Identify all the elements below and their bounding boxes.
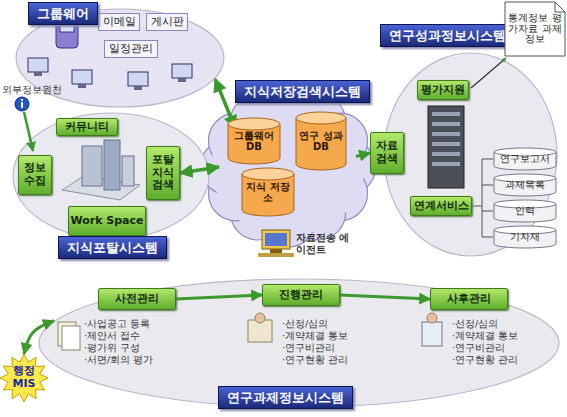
node-text: 사전관리 <box>115 293 159 306</box>
node-text: 통계정보 평가자료 과제정보 <box>505 13 565 46</box>
label-text: ·평가위 구성 <box>84 343 140 354</box>
node-text: 연구 성과 DB <box>296 130 346 153</box>
function-box: 연계서비스 <box>410 196 472 216</box>
task-bullet: ·평가위 구성 <box>84 342 140 354</box>
node-text: 커뮤니티 <box>65 121 109 134</box>
document-shape: 통계정보 평가자료 과제정보 <box>505 2 565 56</box>
task-bullet: ·선정/심의 <box>452 318 498 330</box>
system-heading: 지식저장검색시스템 <box>235 80 370 103</box>
groupware-item: 게시판 <box>146 13 188 31</box>
node-text: 자료 검색 <box>371 140 403 165</box>
system-heading: 연구성과정보시스템 <box>380 24 515 47</box>
node-text: 과제목록 <box>505 179 545 191</box>
groupware-item: 이메일 <box>98 13 140 31</box>
node-text: Work Space <box>70 215 143 228</box>
server-illustration <box>428 106 464 188</box>
agent-computer <box>258 230 294 257</box>
data-store: 과제목록 <box>494 174 556 196</box>
node-text: 연구과제정보시스템 <box>227 391 344 405</box>
label-text: ·서면/회의 평가 <box>84 355 153 366</box>
node-text: 일정관리 <box>109 43 153 56</box>
storage-cloud: 그룹웨어 DB연구 성과 DB지식 저장소지식저장검색시스템 <box>213 98 363 236</box>
node-text: 기자재 <box>510 231 540 243</box>
annotation-label: 외부정보원천 <box>2 84 62 96</box>
function-box: 진행관리 <box>262 284 340 306</box>
system-heading: 지식포탈시스템 <box>58 236 167 259</box>
task-bullet: ·연구비관리 <box>282 342 335 354</box>
node-text: 그룹웨어 DB <box>228 130 280 153</box>
function-box: 포탈 지식 검색 <box>146 146 180 200</box>
flow-arrow <box>24 321 54 354</box>
groupware-item: 일정관리 <box>104 40 158 58</box>
node-text: 이메일 <box>103 16 136 29</box>
label-text: 외부정보원천 <box>2 84 62 96</box>
node-text: 그룹웨어 <box>37 7 89 21</box>
system-heading: 연구과제정보시스템 <box>218 386 353 409</box>
task-bullet: ·선정/심의 <box>282 318 328 330</box>
label-text: ·계약체결 통보 <box>452 331 518 342</box>
node-text: 사후관리 <box>447 293 491 306</box>
database-cylinder: 지식 저장소 <box>242 168 294 216</box>
label-text: ·선정/심의 <box>282 319 328 330</box>
label-text: ·연구현황 관리 <box>282 355 348 366</box>
node-text: 지식 저장소 <box>242 181 294 204</box>
flow-arrow <box>215 79 235 128</box>
node-text: 행정 MIS <box>8 365 40 390</box>
data-store: 연구보고서 <box>494 148 556 170</box>
node-text: 정보 수집 <box>19 162 51 187</box>
node-text: 포탈 지식 검색 <box>147 154 179 192</box>
node-text: 연구보고서 <box>500 153 550 165</box>
info-source-icon <box>15 97 33 151</box>
node-text: 게시판 <box>151 16 184 29</box>
label-text: ·연구비관리 <box>282 343 335 354</box>
portal-buildings <box>62 140 140 200</box>
task-bullet: ·계약체결 통보 <box>452 330 518 342</box>
label-text: ·사업공고 등록 <box>84 319 150 330</box>
groupware-users <box>28 18 192 90</box>
data-store: 기자재 <box>494 226 556 248</box>
function-box: Work Space <box>68 206 146 236</box>
task-bullet: ·연구현황 관리 <box>452 354 518 366</box>
label-text: ·제안서 접수 <box>84 331 140 342</box>
flow-arrow <box>180 167 219 173</box>
function-box: 사후관리 <box>430 288 508 310</box>
task-bullet: ·연구현황 관리 <box>282 354 348 366</box>
task-bullet: ·계약체결 통보 <box>282 330 348 342</box>
system-heading: 그룹웨어 <box>28 2 98 25</box>
mis-starburst: 행정 MIS <box>0 354 48 402</box>
label-text: ·선정/심의 <box>452 319 498 330</box>
result-leaders <box>471 58 506 237</box>
node-text: 지식저장검색시스템 <box>244 85 361 99</box>
label-text: 자료전송 에이전트 <box>296 232 356 255</box>
task-bullet: ·연구비관리 <box>452 342 505 354</box>
task-bullet: ·서면/회의 평가 <box>84 354 153 366</box>
node-text: 평가지원 <box>421 84 465 97</box>
node-text: 지식포탈시스템 <box>67 241 158 255</box>
flow-arrow <box>340 295 430 299</box>
annotation-label: 자료전송 에이전트 <box>296 232 356 255</box>
label-text: ·연구비관리 <box>452 343 505 354</box>
database-cylinder: 연구 성과 DB <box>296 112 346 170</box>
flow-arrow <box>176 295 262 299</box>
function-box: 사전관리 <box>98 288 176 310</box>
flow-arrow <box>356 153 370 156</box>
data-store: 인력 <box>494 200 556 222</box>
function-box: 정보 수집 <box>18 155 52 195</box>
node-text: 인력 <box>515 205 535 217</box>
node-text: 연구성과정보시스템 <box>389 29 506 43</box>
function-box: 평가지원 <box>417 80 469 100</box>
function-box: 자료 검색 <box>370 132 404 174</box>
task-bullet: ·제안서 접수 <box>84 330 140 342</box>
database-cylinder: 그룹웨어 DB <box>228 118 280 164</box>
function-box: 커뮤니티 <box>56 118 118 136</box>
node-text: 진행관리 <box>279 289 323 302</box>
task-bullet: ·사업공고 등록 <box>84 318 150 330</box>
node-text: 연계서비스 <box>414 200 469 213</box>
label-text: ·계약체결 통보 <box>282 331 348 342</box>
label-text: ·연구현황 관리 <box>452 355 518 366</box>
